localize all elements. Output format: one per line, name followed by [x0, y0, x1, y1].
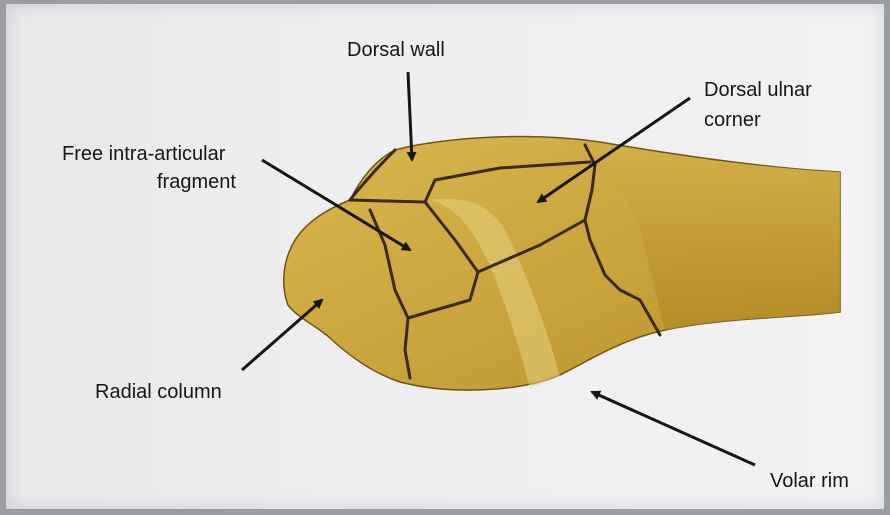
- label-dorsal-ulnar-line2: corner: [704, 109, 761, 131]
- label-free-fragment-line1: Free intra-articular: [62, 143, 226, 165]
- arrow-radial-column: [242, 300, 322, 370]
- label-dorsal-ulnar-line1: Dorsal ulnar: [704, 79, 812, 101]
- label-volar-rim: Volar rim: [770, 470, 849, 492]
- arrow-volar-rim: [592, 392, 755, 465]
- label-free-fragment-line2: fragment: [157, 171, 236, 193]
- label-radial-column: Radial column: [95, 381, 222, 403]
- label-dorsal-wall: Dorsal wall: [347, 39, 445, 61]
